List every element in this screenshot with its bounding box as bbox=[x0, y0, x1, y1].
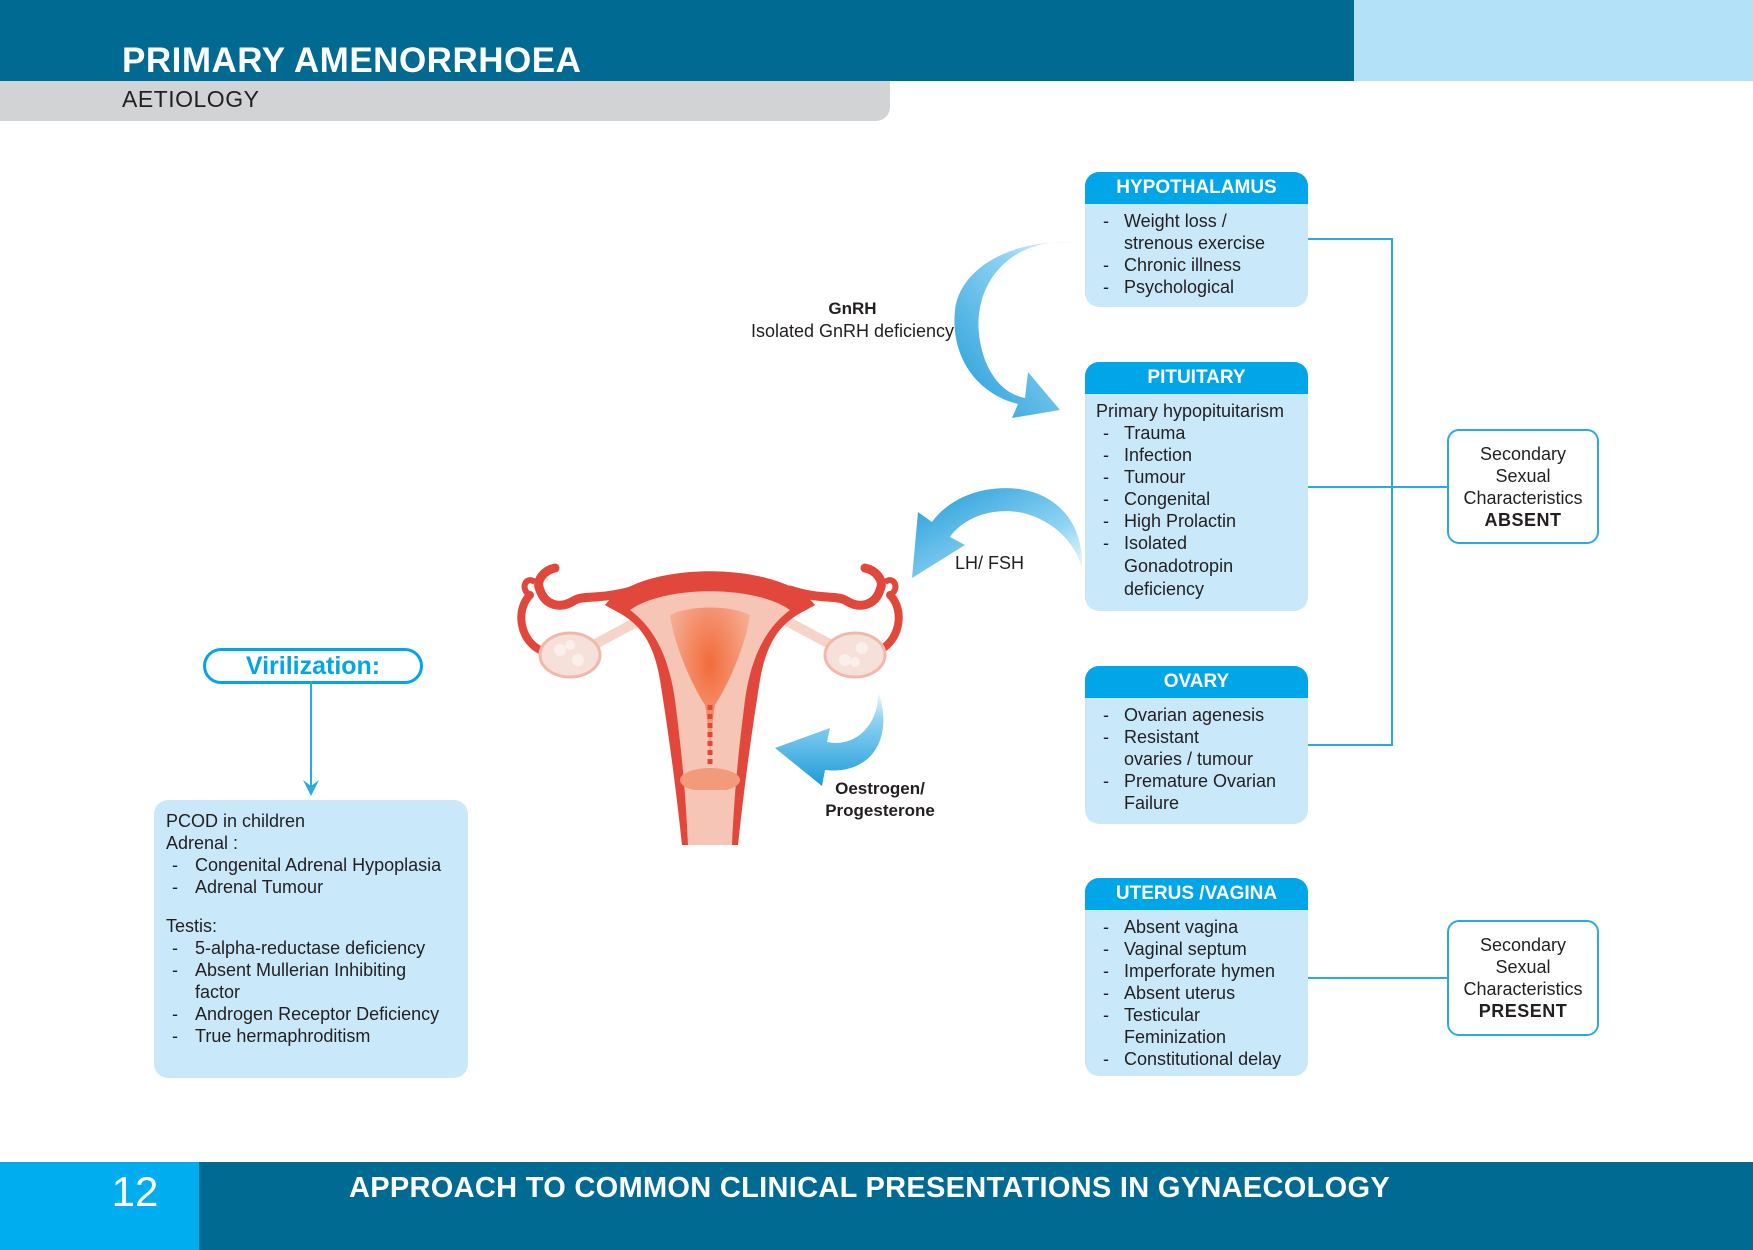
ovary-list: Ovarian agenesis Resistant ovaries / tum… bbox=[1085, 704, 1308, 814]
hypothalamus-list: Weight loss / strenous exercise Chronic … bbox=[1085, 210, 1308, 298]
virilization-arrowhead bbox=[303, 780, 319, 796]
list-item: Absent Mullerian Inhibiting bbox=[154, 959, 468, 981]
list-item: Premature Ovarian bbox=[1085, 770, 1308, 792]
outcome-line: Characteristics bbox=[1463, 979, 1583, 999]
list-item: Chronic illness bbox=[1085, 254, 1308, 276]
list-item-continuation: ovaries / tumour bbox=[1124, 749, 1254, 769]
list-item: Trauma bbox=[1085, 422, 1308, 444]
list-item-continuation: Gonadotropin bbox=[1124, 556, 1234, 576]
connector-hypothalamus bbox=[1308, 238, 1393, 240]
gnrh-sublabel: Isolated GnRH deficiency bbox=[750, 321, 955, 341]
pcod-text: PCOD in children bbox=[166, 811, 306, 831]
list-item: Psychological bbox=[1085, 276, 1308, 298]
list-item-continuation: Failure bbox=[1124, 793, 1180, 813]
list-item: Absent vagina bbox=[1085, 916, 1308, 938]
pituitary-box: PITUITARY Primary hypopituitarism Trauma… bbox=[1085, 362, 1308, 611]
list-item-continuation: strenous exercise bbox=[1124, 233, 1266, 253]
list-item: 5-alpha-reductase deficiency bbox=[154, 937, 468, 959]
adrenal-list: Congenital Adrenal Hypoplasia Adrenal Tu… bbox=[154, 854, 468, 898]
connector-uterus bbox=[1308, 977, 1448, 979]
pituitary-list: Trauma Infection Tumour Congenital High … bbox=[1085, 422, 1308, 601]
list-item: Isolated bbox=[1085, 532, 1308, 555]
testis-list: 5-alpha-reductase deficiency Absent Mull… bbox=[154, 937, 468, 1047]
outcome-word: PRESENT bbox=[1478, 1001, 1568, 1021]
ovary-title: OVARY bbox=[1085, 666, 1308, 698]
list-item: Constitutional delay bbox=[1085, 1048, 1308, 1070]
virilization-arrow-line bbox=[310, 681, 312, 786]
subtitle-bar bbox=[0, 81, 890, 121]
virilization-label: Virilization: bbox=[203, 648, 423, 684]
list-item: Congenital bbox=[1085, 488, 1308, 510]
list-item: Resistant bbox=[1085, 726, 1308, 748]
list-item: High Prolactin bbox=[1085, 510, 1308, 532]
lh-fsh-arrow bbox=[912, 488, 1083, 578]
connector-vertical bbox=[1391, 238, 1393, 746]
oestrogen-label: Oestrogen/ bbox=[835, 779, 925, 798]
hypothalamus-box: HYPOTHALAMUS Weight loss / strenous exer… bbox=[1085, 172, 1308, 307]
gnrh-label: GnRH bbox=[828, 299, 877, 318]
connector-pituitary bbox=[1308, 486, 1448, 488]
footer-accent bbox=[0, 1162, 199, 1250]
pituitary-title: PITUITARY bbox=[1085, 362, 1308, 394]
virilization-causes-box: PCOD in children Adrenal : Congenital Ad… bbox=[154, 800, 468, 1078]
testis-heading: Testis: bbox=[166, 916, 218, 936]
progesterone-label: Progesterone bbox=[825, 801, 935, 820]
list-item: Ovarian agenesis bbox=[1085, 704, 1308, 726]
adrenal-heading: Adrenal : bbox=[166, 833, 239, 853]
uterus-vagina-box: UTERUS /VAGINA Absent vagina Vaginal sep… bbox=[1085, 878, 1308, 1076]
outcome-word: ABSENT bbox=[1484, 509, 1562, 530]
uterus-vagina-list: Absent vagina Vaginal septum Imperforate… bbox=[1085, 916, 1308, 1070]
footer-bar bbox=[199, 1162, 1753, 1250]
outcome-line: Sexual bbox=[1495, 957, 1551, 977]
list-item: Vaginal septum bbox=[1085, 938, 1308, 960]
list-item-continuation: deficiency bbox=[1124, 579, 1205, 599]
header-bar bbox=[0, 0, 1354, 81]
gnrh-arrow bbox=[954, 241, 1085, 418]
list-item-continuation: factor bbox=[195, 982, 241, 1002]
list-item: Tumour bbox=[1085, 466, 1308, 488]
outcome-absent-box: Secondary Sexual Characteristics ABSENT bbox=[1447, 429, 1599, 544]
list-item: True hermaphroditism bbox=[154, 1025, 468, 1047]
outcome-line: Sexual bbox=[1495, 465, 1551, 486]
page-subtitle: AETIOLOGY bbox=[122, 86, 260, 112]
outcome-present-box: Secondary Sexual Characteristics PRESENT bbox=[1447, 920, 1599, 1036]
oestrogen-arrow bbox=[775, 690, 884, 786]
outcome-line: Secondary bbox=[1479, 443, 1567, 464]
list-item: Imperforate hymen bbox=[1085, 960, 1308, 982]
footer-title: APPROACH TO COMMON CLINICAL PRESENTATION… bbox=[349, 1172, 1390, 1204]
header-accent bbox=[1354, 0, 1753, 81]
outcome-line: Characteristics bbox=[1463, 487, 1583, 508]
list-item: Congenital Adrenal Hypoplasia bbox=[154, 854, 468, 876]
hypothalamus-title: HYPOTHALAMUS bbox=[1085, 172, 1308, 204]
list-item: Weight loss / bbox=[1085, 210, 1308, 232]
uterus-illustration bbox=[517, 563, 903, 845]
list-item: Absent uterus bbox=[1085, 982, 1308, 1004]
pituitary-intro: Primary hypopituitarism bbox=[1096, 401, 1285, 421]
list-item: Androgen Receptor Deficiency bbox=[154, 1003, 468, 1025]
list-item-continuation: Feminization bbox=[1124, 1027, 1227, 1047]
connector-ovary bbox=[1308, 744, 1393, 746]
list-item: Infection bbox=[1085, 444, 1308, 466]
outcome-line: Secondary bbox=[1479, 935, 1567, 955]
page-title: PRIMARY AMENORRHOEA bbox=[122, 41, 582, 80]
uterus-vagina-title: UTERUS /VAGINA bbox=[1085, 878, 1308, 910]
list-item: Adrenal Tumour bbox=[154, 876, 468, 898]
list-item: Testicular bbox=[1085, 1004, 1308, 1026]
page-number: 12 bbox=[111, 1168, 159, 1215]
lh-fsh-label: LH/ FSH bbox=[955, 553, 1025, 573]
ovary-box: OVARY Ovarian agenesis Resistant ovaries… bbox=[1085, 666, 1308, 824]
